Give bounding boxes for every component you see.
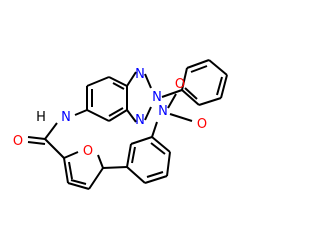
bond [126,71,137,87]
bond [86,76,110,87]
bond-lines [27,59,228,190]
bond [70,179,87,185]
bond [126,143,132,168]
bond [126,166,146,184]
bond [161,89,183,98]
bond [112,82,125,90]
atom-label-o-amide: O [13,134,23,149]
bond [208,59,228,76]
bond [126,109,137,123]
bond [144,175,168,184]
bond [44,138,65,159]
bond [108,109,128,122]
bond [184,87,198,100]
bond [146,171,164,178]
bond [74,109,88,116]
bond [151,136,171,153]
bond [181,89,200,106]
bond [131,146,136,164]
bond [216,76,223,96]
atom-label-nh: N [61,110,71,125]
bond [63,157,69,184]
bond [88,167,104,190]
bond [63,151,79,159]
atom-labels: N N N N H N O O O O [13,67,207,159]
bond [144,106,152,121]
bond [144,73,152,89]
bond [150,142,166,155]
molecular-structure-diagram: N N N N H N O O O O [13,59,228,190]
bond [86,109,110,122]
atom-label-o-nitro-2: O [197,117,207,132]
atom-label-n-nitro: N [158,104,168,119]
bond [27,136,46,140]
bond [108,76,128,87]
bond [190,65,208,73]
bond [108,107,124,117]
bond [181,67,188,91]
bond [220,74,228,99]
bond [67,182,90,190]
bond [102,166,128,169]
bond [166,151,171,177]
bond [167,93,177,109]
bond [198,97,222,106]
atom-label-n2: N [152,90,162,105]
bond [44,122,58,140]
atom-label-h: H [36,110,46,125]
bond [186,59,210,69]
bond [27,141,46,145]
atom-label-n3: N [135,113,145,128]
atom-label-o-nitro-1: O [175,77,185,92]
atom-label-o-furan: O [83,144,93,159]
bond [68,161,73,180]
atom-label-n1: N [135,67,145,82]
bond [151,121,158,138]
bond [130,136,153,145]
bond [169,113,193,122]
bond [97,154,104,169]
